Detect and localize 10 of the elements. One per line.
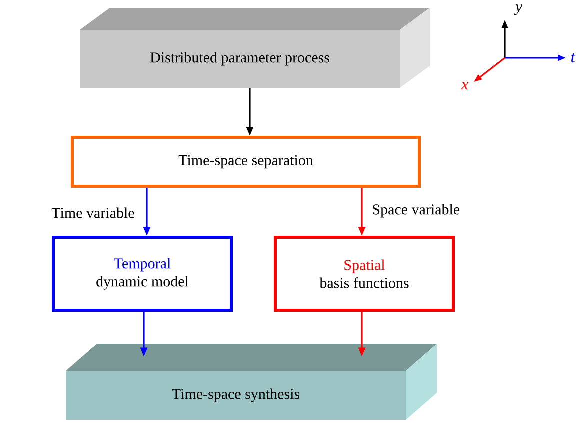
edge-label: Time variable [50,206,136,220]
process-box: Time-space separation [71,136,421,188]
edge-label: Space variable [371,203,462,219]
axis-label: t [572,53,576,63]
block-drawing: Distributed parameter process [80,8,430,88]
axis-label: y [514,4,523,16]
process-box: Spatial basis functions [274,236,455,312]
process-box: Temporal dynamic model [52,236,233,312]
block-drawing: Time-space synthesis [66,344,437,420]
axis-label: x [461,82,468,90]
